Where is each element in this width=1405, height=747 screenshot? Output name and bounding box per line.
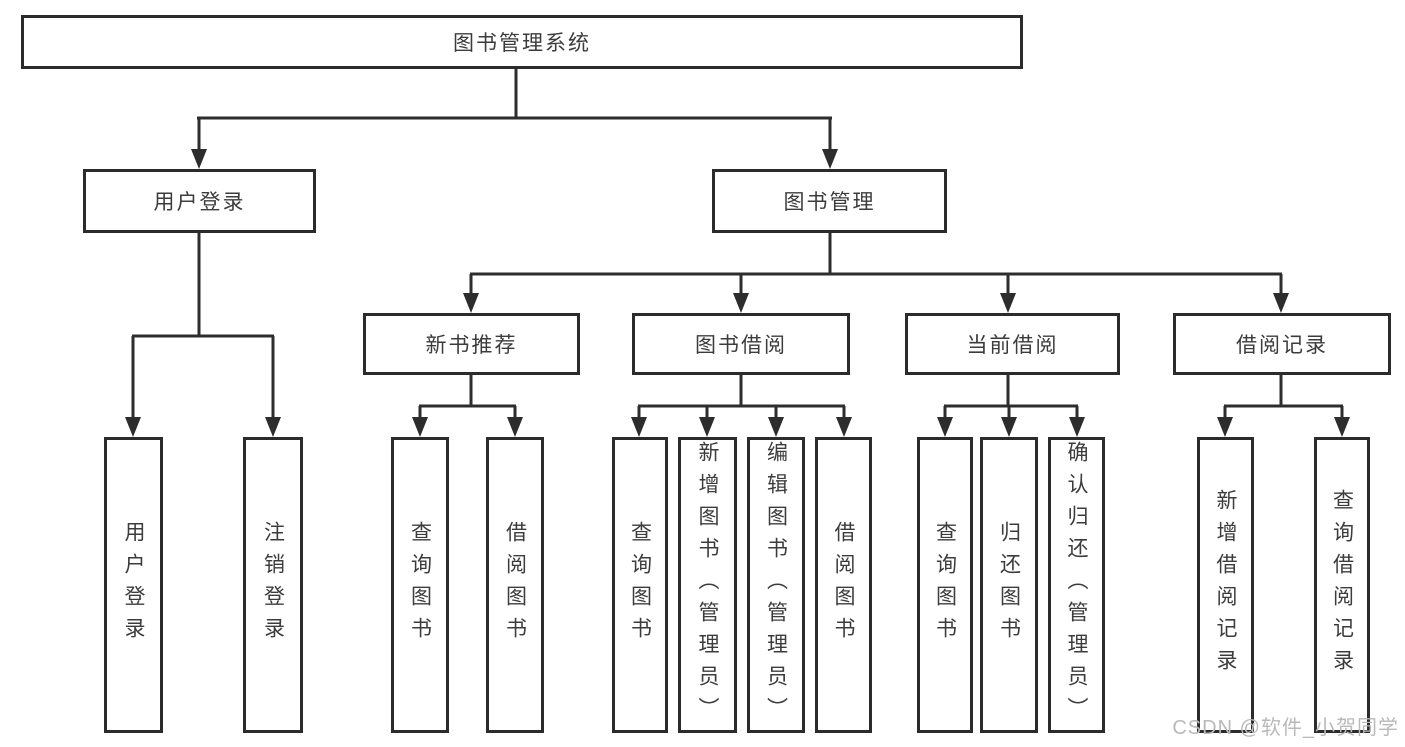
leaf-confirm-return-admin: 确认归还（管理员） <box>1048 437 1105 733</box>
node-user-login: 用户登录 <box>83 169 316 233</box>
leaf-query-books-recommend: 查询图书 <box>391 437 449 733</box>
leaf-user-login-label: 用户登录 <box>122 521 145 649</box>
leaf-borrow-books-recommend-label: 借阅图书 <box>503 521 527 649</box>
leaf-edit-books-admin: 编辑图书（管理员） <box>747 437 805 733</box>
leaf-query-books-borrow-label: 查询图书 <box>628 521 652 649</box>
leaf-borrow-books-recommend: 借阅图书 <box>486 437 544 733</box>
node-book-borrowing: 图书借阅 <box>632 313 850 375</box>
leaf-query-books-current: 查询图书 <box>917 437 973 733</box>
leaf-query-borrow-record: 查询借阅记录 <box>1314 437 1370 733</box>
node-borrowing-records-label: 借阅记录 <box>1236 334 1328 357</box>
node-current-borrowing-label: 当前借阅 <box>966 334 1059 357</box>
leaf-query-books-borrow: 查询图书 <box>612 437 668 733</box>
leaf-borrow-books: 借阅图书 <box>815 437 872 733</box>
leaf-user-login: 用户登录 <box>104 437 163 733</box>
leaf-add-books-admin-label: 新增图书（管理员） <box>696 441 719 729</box>
node-new-book-recommend: 新书推荐 <box>363 313 580 375</box>
node-book-borrowing-label: 图书借阅 <box>695 334 787 357</box>
leaf-edit-books-admin-label: 编辑图书（管理员） <box>764 441 788 729</box>
leaf-query-books-current-label: 查询图书 <box>933 521 957 649</box>
node-book-management-label: 图书管理 <box>783 191 876 214</box>
node-book-management-system: 图书管理系统 <box>21 15 1023 69</box>
leaf-logout-label: 注销登录 <box>261 521 285 649</box>
leaf-borrow-books-label: 借阅图书 <box>832 521 855 649</box>
leaf-logout: 注销登录 <box>243 437 303 733</box>
leaf-add-borrow-record: 新增借阅记录 <box>1197 437 1254 733</box>
node-new-book-recommend-label: 新书推荐 <box>425 334 518 357</box>
leaf-add-books-admin: 新增图书（管理员） <box>678 437 737 733</box>
leaf-return-books-label: 归还图书 <box>997 521 1021 649</box>
node-current-borrowing: 当前借阅 <box>905 313 1120 375</box>
node-book-management: 图书管理 <box>712 169 947 233</box>
node-borrowing-records: 借阅记录 <box>1173 313 1391 375</box>
node-book-management-system-label: 图书管理系统 <box>453 32 591 55</box>
leaf-query-books-recommend-label: 查询图书 <box>408 521 432 649</box>
leaf-confirm-return-admin-label: 确认归还（管理员） <box>1065 441 1088 729</box>
leaf-add-borrow-record-label: 新增借阅记录 <box>1214 489 1237 681</box>
csdn-watermark: CSDN @软件_小贺同学 <box>1172 717 1399 739</box>
leaf-return-books: 归还图书 <box>980 437 1038 733</box>
node-user-login-label: 用户登录 <box>153 191 246 214</box>
leaf-query-borrow-record-label: 查询借阅记录 <box>1330 489 1354 681</box>
